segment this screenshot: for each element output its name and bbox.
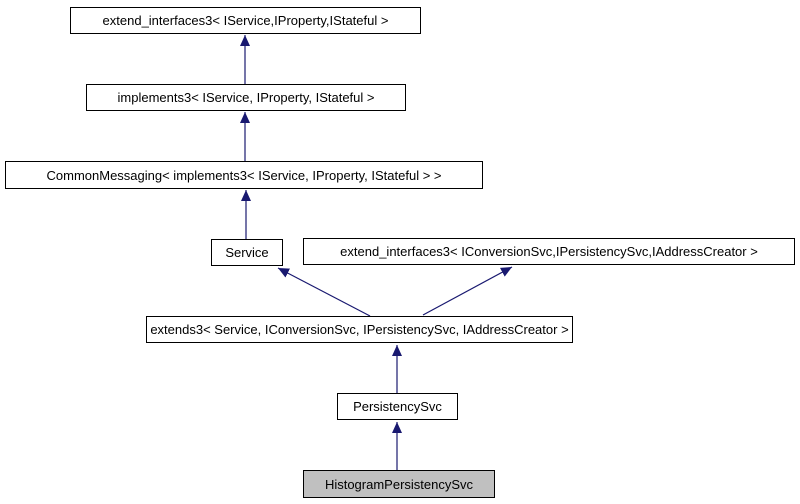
node-service[interactable]: Service xyxy=(211,239,283,266)
node-histogrampersistencysvc-current: HistogramPersistencySvc xyxy=(303,470,495,498)
node-extend-interfaces3-iservice[interactable]: extend_interfaces3< IService,IProperty,I… xyxy=(70,7,421,34)
edge-extends3-to-extend-interfaces3-right xyxy=(422,266,513,316)
node-extend-interfaces3-iconversionsvc[interactable]: extend_interfaces3< IConversionSvc,IPers… xyxy=(303,238,795,265)
edge-extends3-to-service xyxy=(277,267,371,317)
node-commonmessaging[interactable]: CommonMessaging< implements3< IService, … xyxy=(5,161,483,189)
node-persistencysvc[interactable]: PersistencySvc xyxy=(337,393,458,420)
node-implements3[interactable]: implements3< IService, IProperty, IState… xyxy=(86,84,406,111)
node-extends3[interactable]: extends3< Service, IConversionSvc, IPers… xyxy=(146,316,573,343)
